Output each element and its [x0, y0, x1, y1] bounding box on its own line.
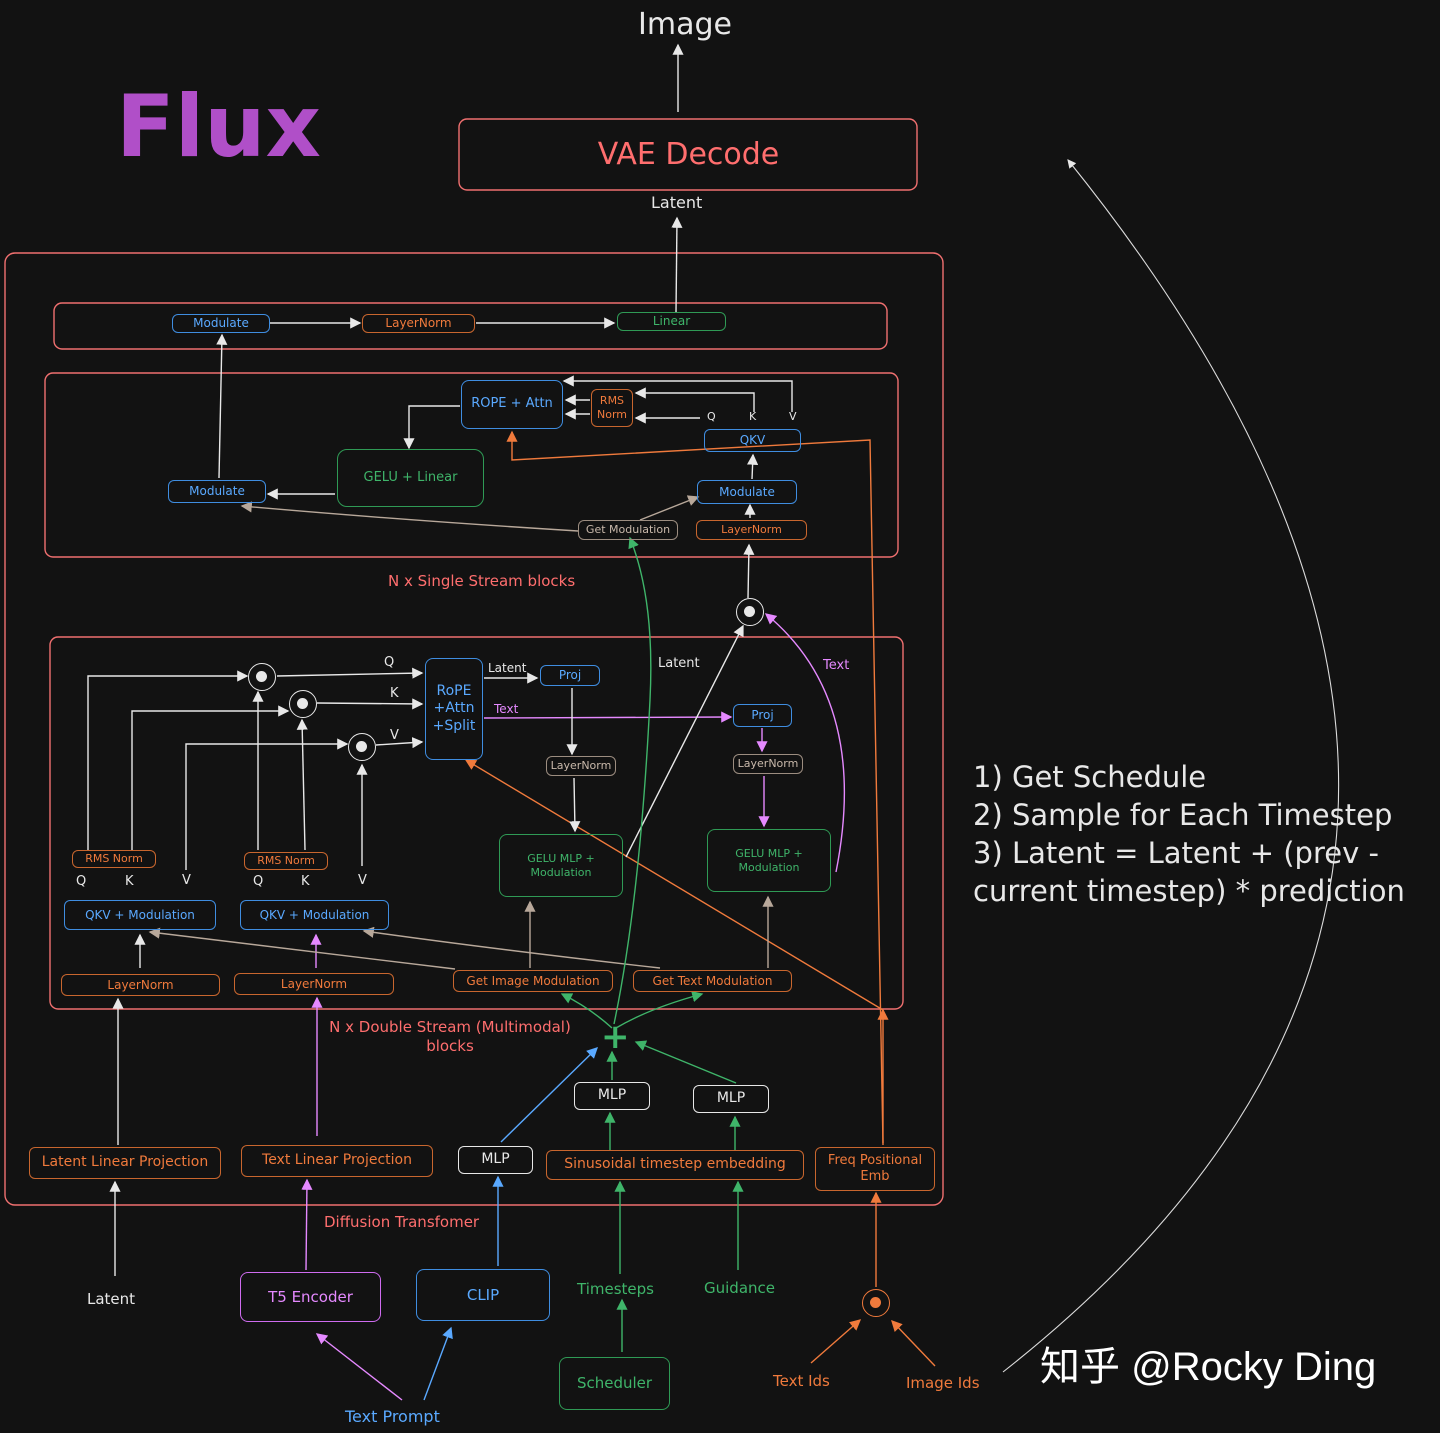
add-plus-icon: +	[601, 1017, 630, 1057]
single-k-label: K	[749, 410, 757, 423]
double-image-v-label: V	[182, 873, 191, 888]
double-proj-text-box: Proj	[733, 704, 792, 727]
guidance-label: Guidance	[704, 1279, 775, 1297]
double-rms-norm-text-box: RMS Norm	[244, 852, 328, 870]
single-stream-caption: N x Single Stream blocks	[388, 572, 576, 590]
dit-caption: Diffusion Transfomer	[324, 1213, 480, 1231]
double-v-concat-dot	[348, 733, 376, 761]
double-qkv-mod-text-box: QKV + Modulation	[240, 900, 389, 930]
clip-mlp-box: MLP	[458, 1146, 533, 1174]
double-text-label: Text	[494, 702, 519, 716]
single-v-label: V	[789, 410, 797, 423]
double-text-v-label: V	[358, 873, 367, 888]
double-image-k-label: K	[125, 874, 134, 889]
double-qkv-mod-image-box: QKV + Modulation	[64, 900, 216, 930]
double-get-text-mod-box: Get Text Modulation	[633, 970, 792, 992]
final-linear-box: Linear	[617, 312, 726, 331]
single-gelu-linear-box: GELU + Linear	[337, 449, 484, 507]
merge-latent-label: Latent	[658, 656, 700, 671]
double-proj-latent-box: Proj	[540, 665, 600, 686]
sampling-notes: 1) Get Schedule 2) Sample for Each Times…	[973, 760, 1405, 908]
freq-positional-emb-box: Freq Positional Emb	[815, 1147, 935, 1191]
text-ids-label: Text Ids	[773, 1372, 830, 1390]
mlp-guidance-box: MLP	[693, 1085, 769, 1113]
single-layernorm-box: LayerNorm	[696, 520, 807, 540]
double-v-label: V	[390, 728, 399, 743]
latent-linear-projection-box: Latent Linear Projection	[29, 1147, 221, 1179]
double-text-q-label: Q	[253, 874, 264, 889]
double-layernorm-image-in-box: LayerNorm	[61, 974, 220, 996]
text-prompt-label: Text Prompt	[345, 1407, 440, 1426]
double-gelu-mlp-image-box: GELU MLP + Modulation	[499, 834, 623, 897]
clip-box: CLIP	[416, 1269, 550, 1321]
page-title: Flux	[116, 77, 321, 177]
double-get-image-mod-box: Get Image Modulation	[453, 970, 613, 992]
double-stream-caption: N x Double Stream (Multimodal) blocks	[329, 1018, 571, 1055]
single-rms-norm-box: RMS Norm	[591, 389, 633, 427]
double-layernorm-latent-box: LayerNorm	[546, 756, 616, 776]
double-image-q-label: Q	[76, 874, 87, 889]
single-rope-attn-box: ROPE + Attn	[461, 380, 563, 429]
double-layernorm-text-in-box: LayerNorm	[234, 973, 394, 995]
single-qkv-box: QKV	[704, 429, 801, 452]
output-image-label: Image	[638, 7, 732, 42]
mlp-timestep-box: MLP	[574, 1082, 650, 1110]
t5-encoder-box: T5 Encoder	[240, 1272, 381, 1322]
final-modulate-box: Modulate	[172, 314, 270, 333]
double-q-concat-dot	[248, 663, 276, 691]
merge-concat-dot	[736, 598, 764, 626]
final-layernorm-box: LayerNorm	[362, 314, 475, 333]
watermark: 知乎 @Rocky Ding	[1040, 1345, 1377, 1389]
single-get-modulation-box: Get Modulation	[578, 520, 678, 540]
double-q-label: Q	[384, 655, 395, 670]
scheduler-box: Scheduler	[559, 1357, 670, 1410]
double-latent-label: Latent	[488, 661, 527, 675]
double-gelu-mlp-text-box: GELU MLP + Modulation	[707, 829, 831, 892]
single-modulate-left-box: Modulate	[168, 480, 266, 503]
merge-text-label: Text	[823, 658, 850, 673]
ids-concat-dot	[862, 1289, 890, 1317]
sinusoidal-timestep-embedding-box: Sinusoidal timestep embedding	[546, 1150, 804, 1180]
latent-top-label: Latent	[651, 193, 703, 212]
timesteps-label: Timesteps	[577, 1280, 654, 1298]
double-k-concat-dot	[289, 690, 317, 718]
single-q-label: Q	[707, 410, 716, 423]
vae-decode-box: VAE Decode	[597, 136, 780, 172]
image-ids-label: Image Ids	[906, 1374, 980, 1392]
source-latent-label: Latent	[87, 1290, 136, 1308]
double-rope-attn-split-box: RoPE +Attn +Split	[425, 658, 483, 760]
single-modulate-right-box: Modulate	[697, 480, 797, 504]
double-rms-norm-image-box: RMS Norm	[72, 850, 156, 868]
double-layernorm-text-box: LayerNorm	[733, 754, 803, 774]
double-k-label: K	[390, 686, 399, 701]
text-linear-projection-box: Text Linear Projection	[241, 1145, 433, 1177]
double-text-k-label: K	[301, 874, 310, 889]
